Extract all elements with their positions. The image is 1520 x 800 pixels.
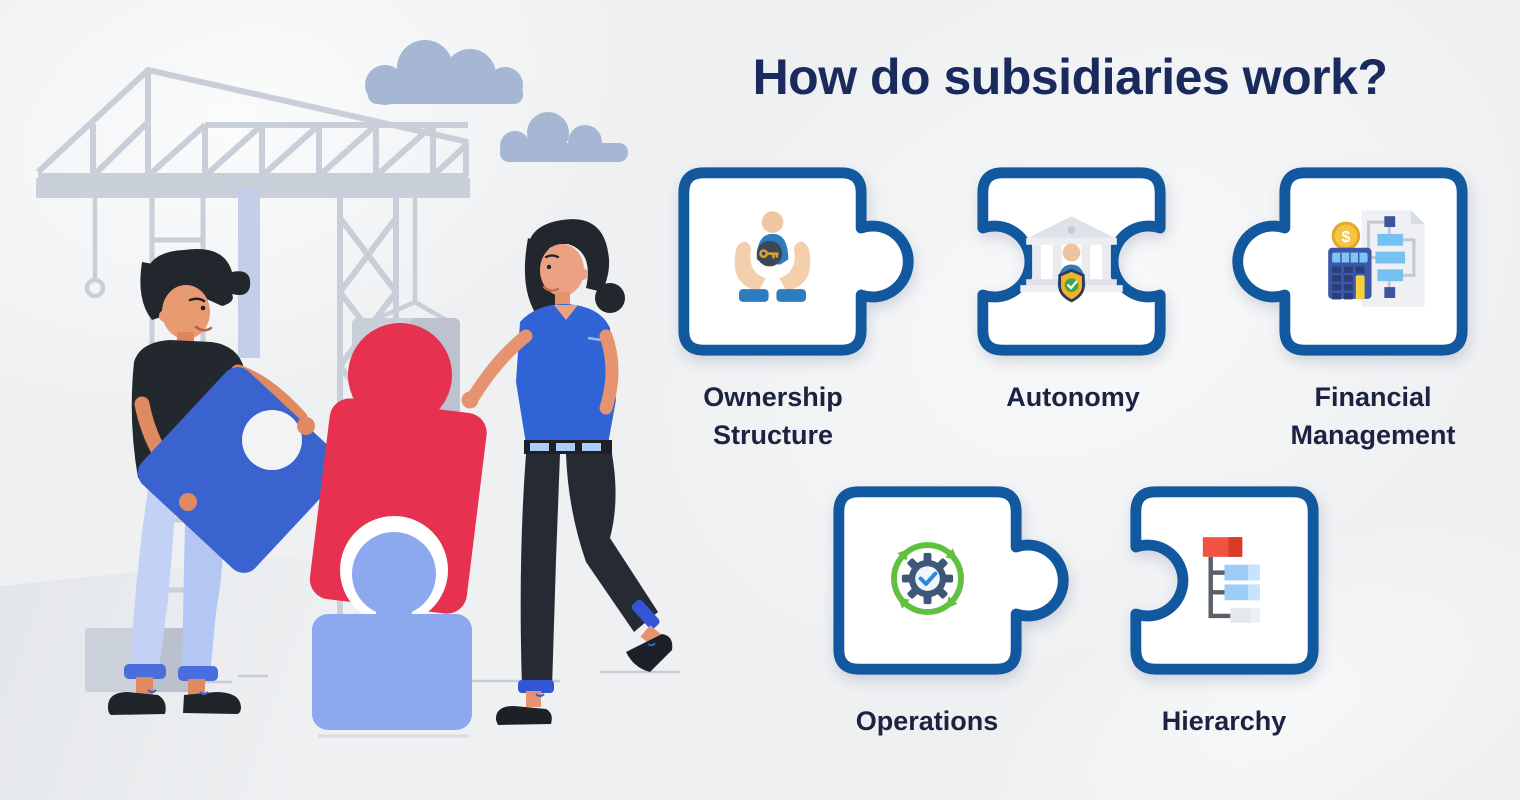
crane-icon <box>35 66 469 179</box>
card-label-hierarchy: Hierarchy <box>1161 706 1287 736</box>
construction-puzzle-illustration <box>35 40 680 738</box>
man-hand <box>297 417 315 435</box>
gear-cycle-arrows-icon <box>891 542 964 615</box>
page-title: How do subsidiaries work? <box>752 49 1388 105</box>
cloud-icon <box>365 40 523 105</box>
periwinkle-puzzle-piece <box>312 532 472 730</box>
man-hand <box>179 493 197 511</box>
puzzle-card-operations <box>829 482 1069 679</box>
card-label-financial-management: Financial Management <box>1290 382 1456 451</box>
svg-text:$: $ <box>1342 229 1351 246</box>
puzzle-card-financial-management: $ <box>1232 163 1472 360</box>
card-label-operations: Operations <box>855 706 999 736</box>
cloud-icon <box>500 112 628 162</box>
crane-hook <box>84 198 106 299</box>
blue-puzzle-piece <box>137 367 344 573</box>
woman-figure <box>461 219 673 725</box>
puzzle-card-ownership-structure <box>674 163 914 360</box>
puzzle-card-autonomy <box>973 163 1170 360</box>
puzzle-card-hierarchy <box>1126 482 1323 679</box>
hands-holding-person-key-icon <box>734 211 811 302</box>
card-label-autonomy: Autonomy <box>1006 382 1140 412</box>
bank-person-shield-icon <box>1020 216 1123 303</box>
org-chart-icon <box>1202 537 1260 623</box>
card-label-ownership-structure: Ownership Structure <box>703 382 843 451</box>
crane-cab-panel <box>238 188 260 358</box>
calculator-flowchart-document-icon: $ <box>1328 210 1425 307</box>
